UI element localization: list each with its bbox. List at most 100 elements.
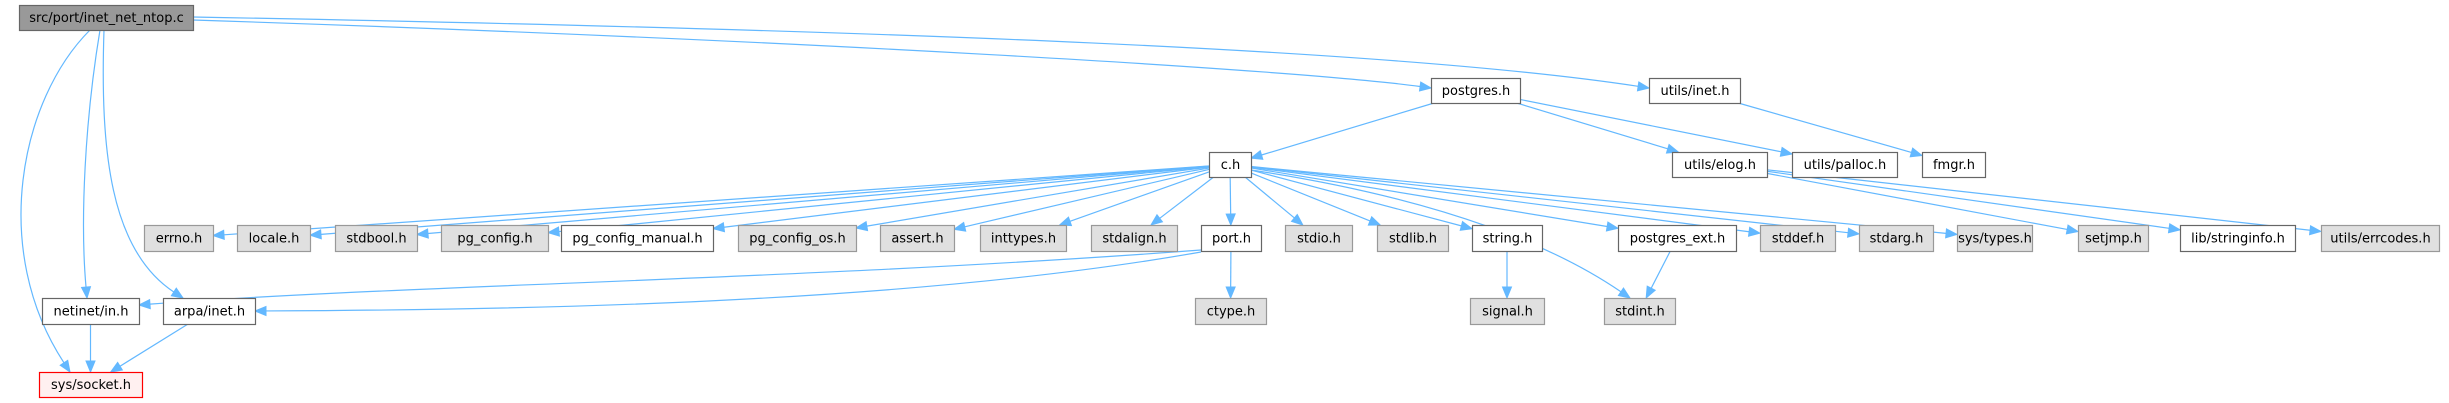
node-root[interactable]: src/port/inet_net_ntop.c — [18, 4, 195, 32]
node-stdalign-h: stdalign.h — [1090, 224, 1179, 253]
arrowhead-icon — [2065, 224, 2080, 235]
node-stddef-h: stddef.h — [1759, 224, 1837, 253]
node-box — [143, 224, 215, 253]
arrowhead-icon — [1418, 81, 1433, 92]
edge-c-h-to-stdbool-h — [427, 165, 1210, 235]
node-box — [18, 4, 195, 32]
node-pg-config-manual-h[interactable]: pg_config_manual.h — [560, 224, 715, 253]
node-arpa-inet-h[interactable]: arpa/inet.h — [162, 297, 257, 326]
node-stdio-h: stdio.h — [1284, 224, 1354, 253]
node-box — [440, 224, 550, 253]
edge-c-h-to-stdalign-h — [1159, 176, 1215, 219]
arrowhead-icon — [1249, 149, 1264, 160]
node-label: stddef.h — [1772, 232, 1824, 247]
node-box — [737, 224, 858, 253]
arrowhead-icon — [308, 229, 322, 240]
node-label: sys/types.h — [1958, 232, 2032, 247]
node-label: netinet/in.h — [54, 305, 129, 320]
node-label: locale.h — [249, 232, 300, 247]
node-utils-errcodes-h: utils/errcodes.h — [2320, 224, 2441, 253]
node-box — [2179, 224, 2297, 253]
node-box — [1284, 224, 1354, 253]
arrowhead-icon — [80, 286, 92, 300]
node-sys-types-h: sys/types.h — [1956, 224, 2034, 253]
node-box — [979, 224, 1068, 253]
arrowhead-icon — [1617, 287, 1632, 299]
node-c-h[interactable]: c.h — [1208, 151, 1253, 179]
arrowhead-icon — [2308, 224, 2323, 236]
nodes-layer: src/port/inet_net_ntop.c postgres.h utils/… — [18, 4, 2441, 399]
arrowhead-icon — [1945, 228, 1959, 239]
node-inttypes-h: inttypes.h — [979, 224, 1068, 253]
edge-root-to-utils-inet-h — [192, 16, 1639, 87]
arrowhead-icon — [137, 298, 151, 310]
node-label: c.h — [1221, 158, 1241, 173]
node-label: utils/palloc.h — [1804, 158, 1887, 173]
node-sys-socket-h: sys/socket.h — [38, 371, 144, 399]
node-string-h[interactable]: string.h — [1471, 224, 1544, 253]
node-label: postgres.h — [1442, 84, 1511, 99]
arrowhead-icon — [1367, 215, 1382, 226]
node-box — [1469, 297, 1546, 326]
arrowhead-icon — [1501, 286, 1513, 300]
edge-c-h-to-pg-config-manual-h — [723, 166, 1210, 228]
node-box — [2320, 224, 2441, 253]
edge-utils-elog-h-to-lib-stringinfo-h — [1766, 170, 2170, 229]
node-utils-inet-h[interactable]: utils/inet.h — [1648, 77, 1742, 105]
node-box — [334, 224, 419, 253]
node-label: port.h — [1212, 232, 1251, 247]
node-lib-stringinfo-h[interactable]: lib/stringinfo.h — [2179, 224, 2297, 253]
edge-utils-inet-h-to-fmgr-h — [1738, 102, 1912, 154]
node-box — [1471, 224, 1544, 253]
node-label: string.h — [1483, 232, 1533, 247]
node-ctype-h: ctype.h — [1194, 297, 1268, 326]
edge-c-h-to-inttypes-h — [1069, 171, 1210, 222]
node-utils-elog-h[interactable]: utils/elog.h — [1671, 151, 1769, 179]
node-box — [38, 371, 144, 399]
node-label: assert.h — [891, 232, 943, 247]
node-label: utils/inet.h — [1660, 84, 1729, 99]
node-box — [1200, 224, 1263, 253]
node-label: stdint.h — [1615, 305, 1664, 320]
node-stdarg-h: stdarg.h — [1858, 224, 1935, 253]
node-label: signal.h — [1482, 305, 1533, 320]
node-postgres-h[interactable]: postgres.h — [1430, 77, 1522, 105]
edge-c-h-to-errno-h — [223, 165, 1210, 236]
node-fmgr-h[interactable]: fmgr.h — [1921, 151, 1987, 179]
node-assert-h: assert.h — [879, 224, 956, 253]
node-utils-palloc-h[interactable]: utils/palloc.h — [1791, 151, 1899, 179]
arrowhead-icon — [1149, 213, 1164, 226]
arrowhead-icon — [952, 221, 967, 232]
node-stdbool-h: stdbool.h — [334, 224, 419, 253]
edge-root-to-arpa-inet-h — [102, 29, 175, 293]
edge-postgres-h-to-utils-elog-h — [1516, 102, 1668, 150]
edge-port-h-to-arpa-inet-h — [265, 251, 1202, 312]
node-label: setjmp.h — [2085, 232, 2142, 247]
node-box — [1603, 297, 1677, 326]
edge-root-to-sys-socket-h — [20, 29, 91, 364]
edge-port-h-to-netinet-in-h — [149, 249, 1202, 305]
node-errno-h: errno.h — [143, 224, 215, 253]
edge-utils-elog-h-to-setjmp-h — [1766, 172, 2068, 231]
node-box — [560, 224, 715, 253]
arrowhead-icon — [711, 221, 726, 233]
node-port-h[interactable]: port.h — [1200, 224, 1263, 253]
arrowhead-icon — [211, 229, 225, 241]
node-label: stdbool.h — [346, 232, 406, 247]
node-label: src/port/inet_net_ntop.c — [29, 11, 184, 26]
node-postgres-ext-h[interactable]: postgres_ext.h — [1617, 224, 1738, 253]
node-label: ctype.h — [1207, 305, 1256, 320]
node-locale-h: locale.h — [236, 224, 312, 253]
node-box — [1956, 224, 2034, 253]
node-label: arpa/inet.h — [174, 305, 245, 320]
node-netinet-in-h[interactable]: netinet/in.h — [41, 297, 141, 326]
node-label: lib/stringinfo.h — [2191, 232, 2285, 247]
node-label: pg_config_os.h — [749, 232, 845, 247]
node-pg-config-h: pg_config.h — [440, 224, 550, 253]
node-box — [1921, 151, 1987, 179]
edge-c-h-to-postgres-ext-h — [1250, 167, 1608, 228]
node-box — [1791, 151, 1899, 179]
node-box — [1376, 224, 1450, 253]
arrowhead-icon — [170, 287, 185, 299]
